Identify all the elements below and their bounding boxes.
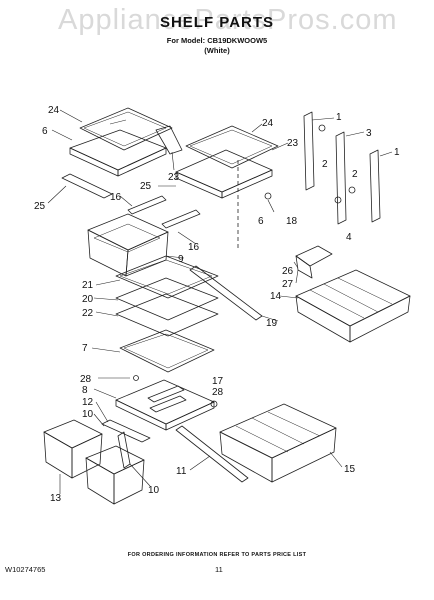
callout: 25 [34,201,46,212]
trim-19 [189,265,263,321]
callout: 15 [344,464,356,475]
shelf-trim-25 [61,173,113,199]
callout: 24 [262,118,274,129]
callout: 21 [82,280,94,291]
callout: 14 [270,291,282,302]
callout: 6 [258,216,264,227]
shelf-glass-upper-left [79,107,173,151]
wire-basket-15 [219,403,337,483]
shelf-rail-left [303,111,315,191]
callout: 2 [352,169,358,180]
document-number: W10274765 [5,565,46,574]
slide-rail-16 [127,195,201,229]
callout: 1 [394,147,400,158]
callout: 23 [168,172,180,183]
drawer-frame-8 [115,375,218,431]
callout: 26 [282,266,294,277]
crisper-bin-left [43,419,103,479]
shelf-frame-upper-right [175,149,273,248]
wire-basket-14 [295,269,411,343]
callout: 3 [366,128,372,139]
callout: 22 [82,308,94,319]
callout: 25 [140,181,152,192]
crisper-bin-right [85,445,145,505]
callout-numbers: 24 6 23 25 16 24 23 1 2 3 2 1 6 18 4 25 … [34,105,400,504]
shelf-rail-right [369,149,381,223]
ordering-note: FOR ORDERING INFORMATION REFER TO PARTS … [127,552,307,558]
leader-lines [47,109,393,494]
shelf-frame-upper-left [69,125,183,177]
callout: 1 [336,112,342,123]
callout: 9 [178,254,184,265]
page-number: 11 [215,565,223,574]
callout: 2 [322,159,328,170]
callout: 4 [346,232,352,243]
callout: 8 [82,385,88,396]
callout: 11 [176,466,187,477]
callout: 12 [82,397,94,408]
shelf-glass-upper-right [185,125,279,169]
rail-11 [175,425,249,483]
callout: 27 [282,279,294,290]
callout: 7 [82,343,88,354]
page-title: SHELF PARTS [159,14,275,31]
screws [318,124,356,204]
callout: 16 [110,192,122,203]
color-line: (White) [204,46,230,55]
callout: 10 [82,409,94,420]
door-bin-27 [295,245,333,279]
model-line: For Model: CB19DKWOOW5 [166,36,268,45]
callout: 24 [48,105,60,116]
callout: 19 [266,318,278,329]
watermark: AppliancePartsPros.com [58,4,398,36]
shelf-glass-middle [115,255,219,299]
snack-drawer-9 [87,213,169,277]
callout: 20 [82,294,94,305]
callout: 23 [287,138,299,149]
callout: 16 [188,242,200,253]
callout: 13 [50,493,62,504]
callout: 17 [212,376,224,387]
shelf-frame-middle [115,277,219,337]
callout: 28 [212,387,224,398]
callout: 18 [286,216,298,227]
callout: 10 [148,485,160,496]
callout: 6 [42,126,48,137]
glass-shelf-7 [119,329,215,373]
shelf-rail-center [335,131,347,225]
callout: 28 [80,374,92,385]
